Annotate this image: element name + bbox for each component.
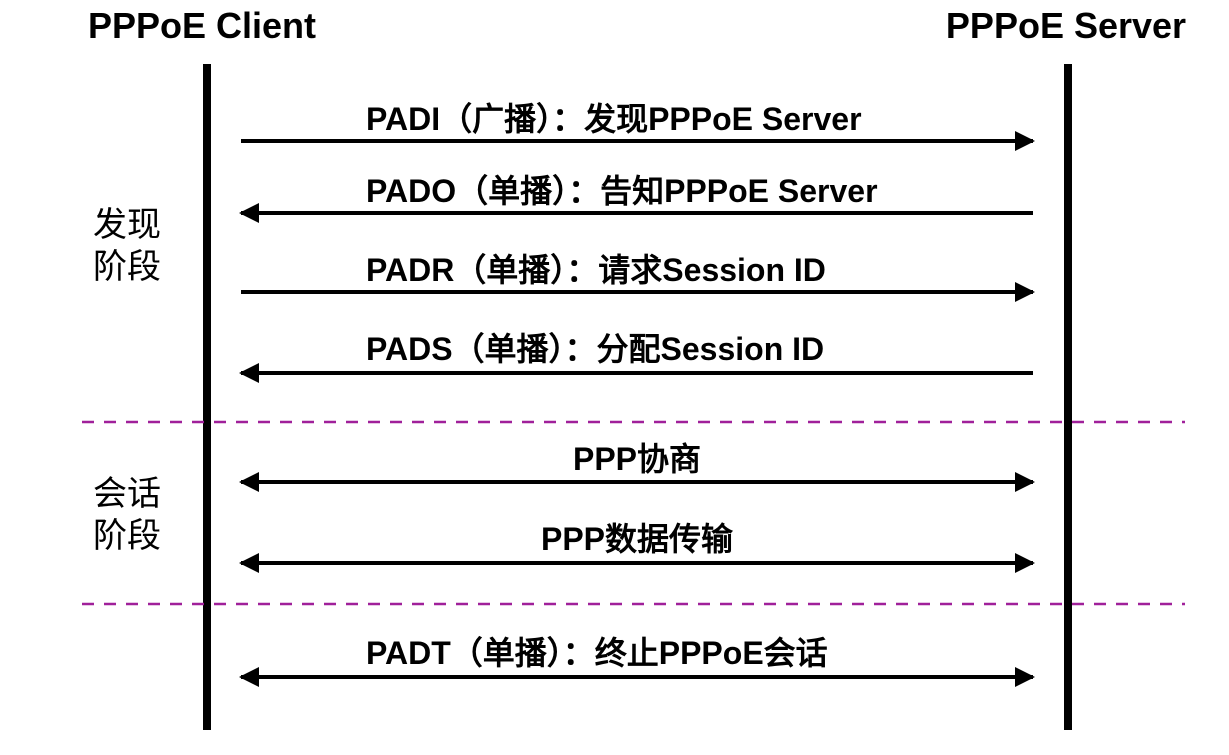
message-ppp-negotiation: PPP协商 — [239, 441, 1035, 492]
message-label: PADR（单播）：请求Session ID — [366, 252, 826, 288]
message-label: PPP数据传输 — [541, 521, 734, 557]
message-ppp-data-transfer: PPP数据传输 — [239, 521, 1035, 573]
message-label: PADT（单播）：终止PPPoE会话 — [366, 635, 828, 671]
message-label: PADS（单播）：分配Session ID — [366, 331, 824, 367]
phase-label-line: 阶段 — [93, 247, 161, 287]
discovery-phase-label: 发现 阶段 — [93, 205, 161, 287]
client-title: PPPoE Client — [88, 5, 316, 46]
server-title: PPPoE Server — [946, 5, 1186, 46]
message-padr: PADR（单播）：请求Session ID — [241, 252, 1035, 302]
message-pado: PADO（单播）：告知PPPoE Server — [239, 173, 1033, 223]
phase-label-line: 会话 — [93, 474, 161, 514]
phase-label-line: 阶段 — [93, 516, 161, 556]
message-label: PPP协商 — [573, 441, 701, 477]
message-pads: PADS（单播）：分配Session ID — [239, 331, 1033, 383]
message-label: PADO（单播）：告知PPPoE Server — [366, 173, 878, 209]
message-padi: PADI（广播）：发现PPPoE Server — [241, 101, 1035, 151]
message-padt: PADT（单播）：终止PPPoE会话 — [239, 635, 1035, 687]
message-label: PADI（广播）：发现PPPoE Server — [366, 101, 862, 137]
phase-label-line: 发现 — [93, 205, 161, 245]
session-phase-label: 会话 阶段 — [93, 474, 161, 556]
